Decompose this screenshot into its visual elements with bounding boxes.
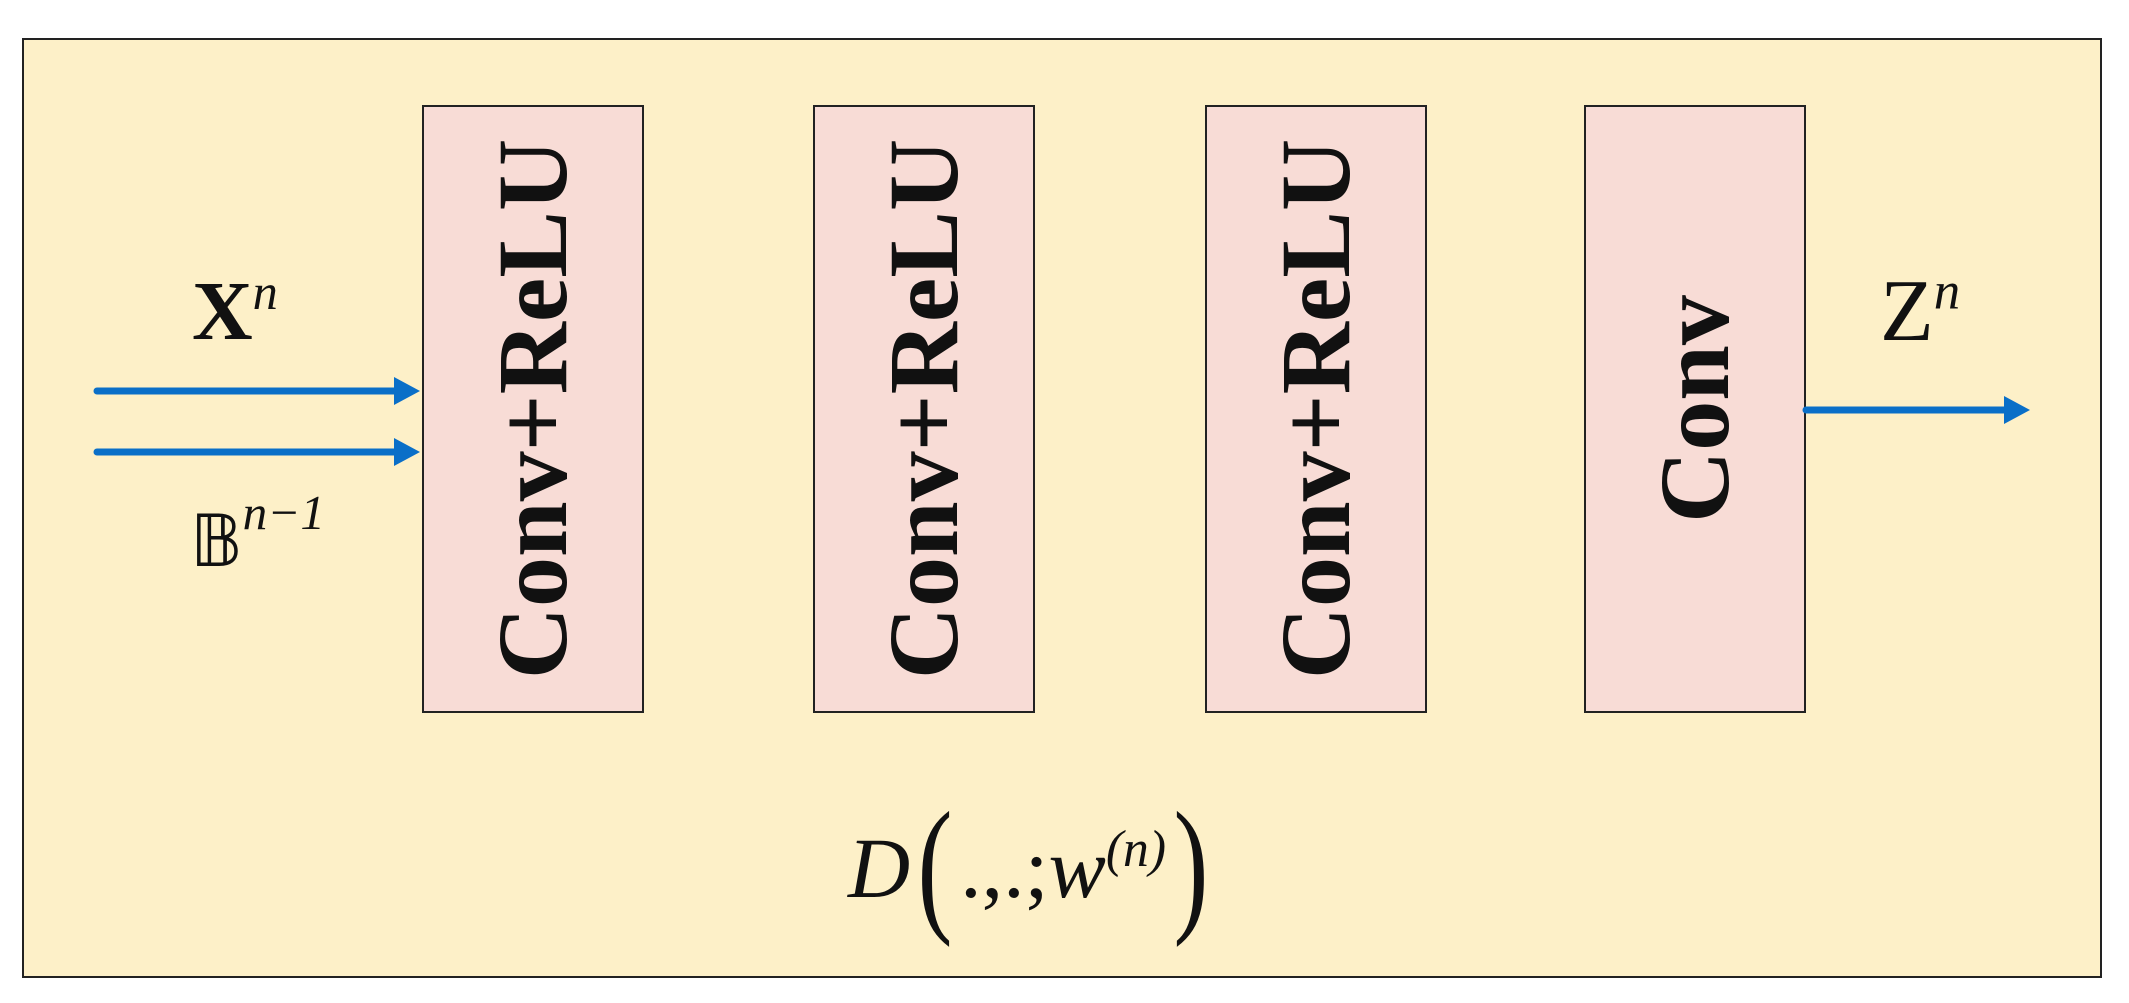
x-symbol: X	[192, 265, 253, 358]
conv-relu-block-3: Conv+ReLU	[1205, 105, 1427, 713]
open-paren: (	[917, 782, 953, 948]
close-paren: )	[1173, 782, 1209, 948]
output-arrow-z	[1802, 396, 2030, 424]
weight-superscript: (n)	[1105, 821, 1167, 879]
conv-block: Conv	[1584, 105, 1806, 713]
function-name: D	[848, 820, 911, 916]
b-symbol: 𝔹	[190, 499, 243, 583]
weight-symbol: w	[1048, 820, 1106, 916]
function-args: .,.;	[960, 820, 1049, 916]
x-superscript: n	[252, 263, 278, 320]
input-label-b: 𝔹n−1	[190, 488, 325, 583]
conv-relu-block-1: Conv+ReLU	[422, 105, 644, 713]
z-symbol: Z	[1880, 263, 1934, 360]
function-label: D(.,.;w(n))	[848, 790, 1216, 940]
z-superscript: n	[1933, 262, 1961, 321]
input-arrow-b	[93, 438, 420, 466]
output-label-z: Zn	[1880, 265, 1960, 356]
b-superscript: n−1	[242, 485, 326, 541]
conv-relu-block-2: Conv+ReLU	[813, 105, 1035, 713]
input-label-x: Xn	[192, 267, 278, 354]
input-arrow-x	[93, 377, 420, 405]
